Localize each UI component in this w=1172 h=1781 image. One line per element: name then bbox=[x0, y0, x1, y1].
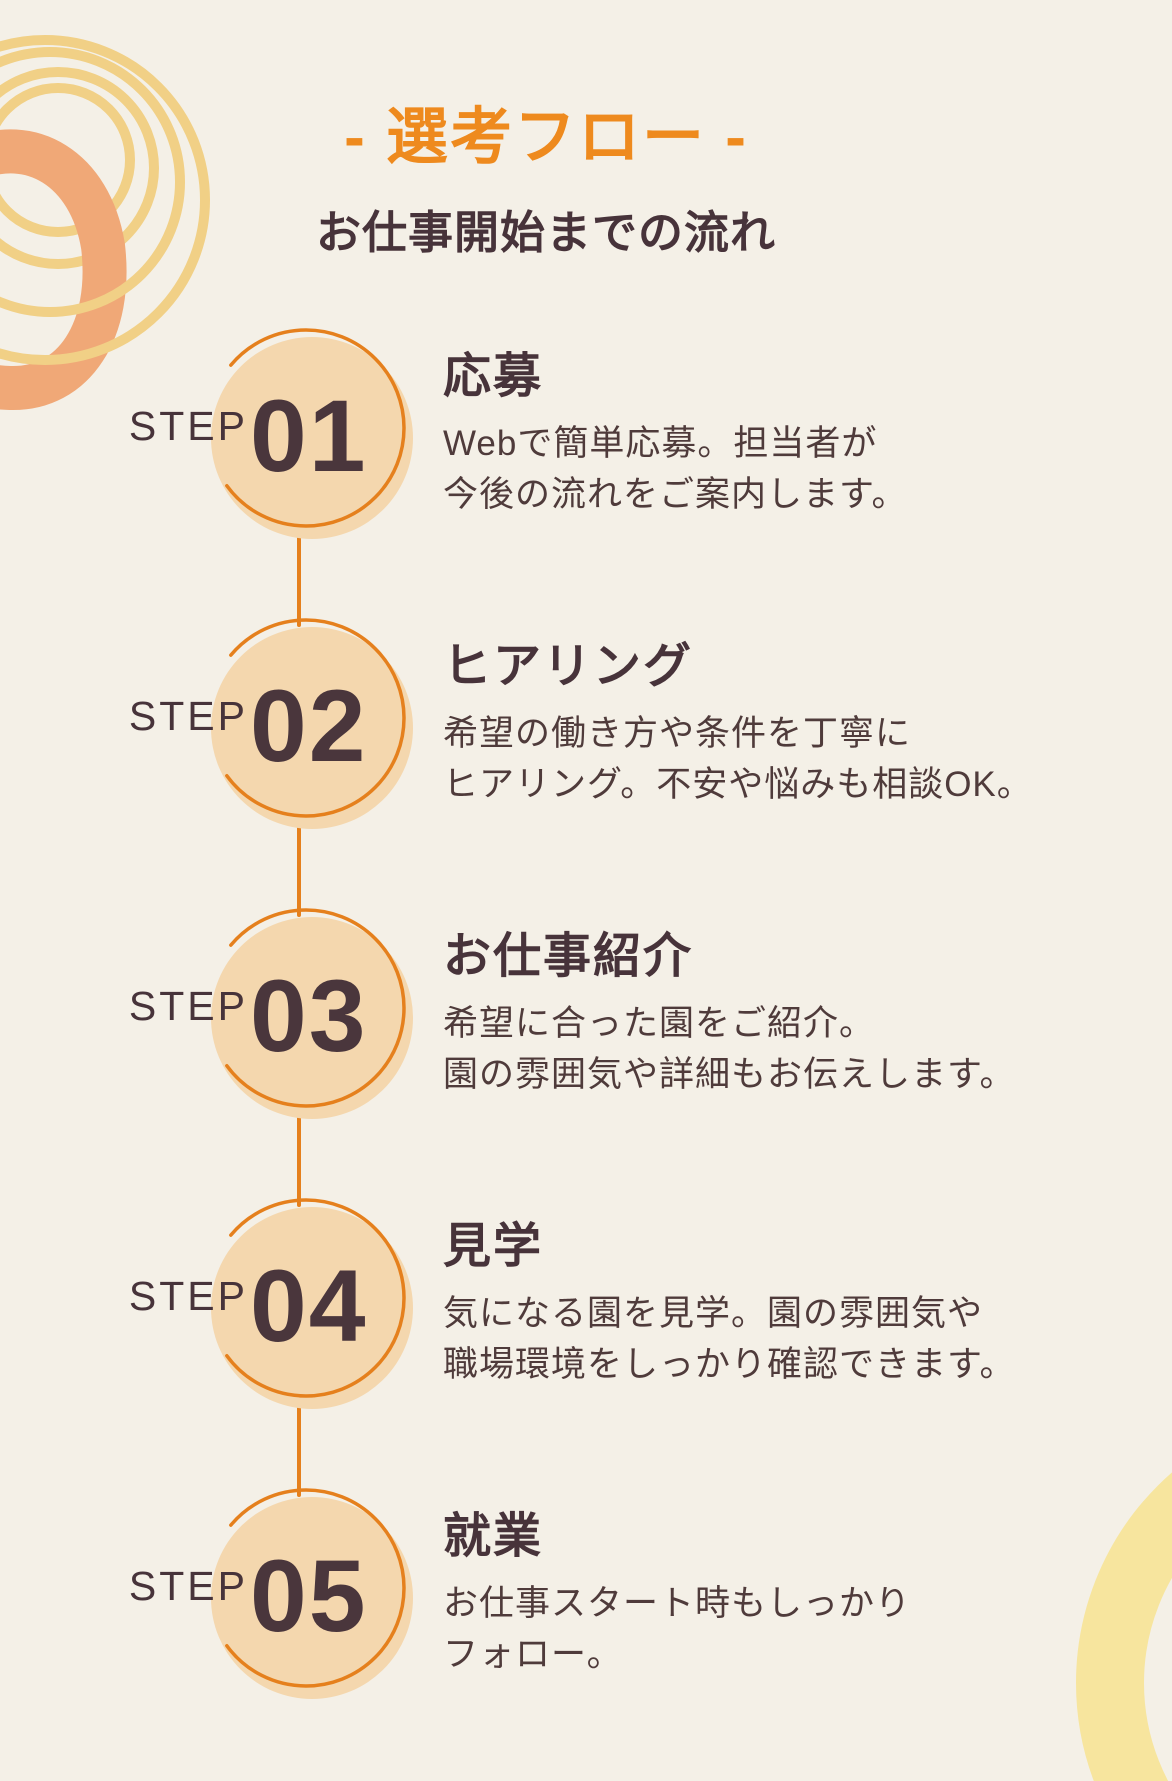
step-description-line: お仕事スタート時もしっかり bbox=[443, 1584, 912, 1623]
step-title: お仕事紹介 bbox=[443, 930, 694, 983]
step-label: STEP bbox=[128, 1273, 248, 1319]
step-title: 応募 bbox=[443, 350, 544, 403]
step-description-line: 希望の働き方や条件を丁寧に bbox=[443, 714, 912, 753]
step-description-line: 気になる園を見学。園の雰囲気や bbox=[443, 1294, 984, 1333]
step-description-line: 今後の流れをご案内します。 bbox=[443, 475, 908, 514]
step-number: 02 bbox=[250, 669, 368, 783]
step-description-line: 希望に合った園をご紹介。 bbox=[443, 1004, 876, 1043]
step-item-5: STEP 05 就業 お仕事スタート時もしっかり フォロー。 bbox=[0, 1450, 1172, 1740]
step-connector-line bbox=[297, 1401, 301, 1497]
step-description-line: 園の雰囲気や詳細もお伝えします。 bbox=[443, 1055, 1016, 1094]
step-label: STEP bbox=[128, 693, 248, 739]
step-description: 希望に合った園をご紹介。 園の雰囲気や詳細もお伝えします。 bbox=[443, 998, 1016, 1100]
page-subtitle: お仕事開始までの流れ bbox=[315, 207, 776, 258]
step-circle-icon bbox=[206, 1488, 413, 1699]
step-circle-icon bbox=[206, 908, 413, 1119]
page-title: - 選考フロー - bbox=[344, 103, 748, 172]
step-item-2: STEP 02 ヒアリング 希望の働き方や条件を丁寧に ヒアリング。不安や悩みも… bbox=[0, 580, 1172, 870]
step-connector-line bbox=[297, 1111, 301, 1207]
step-description: 気になる園を見学。園の雰囲気や 職場環境をしっかり確認できます。 bbox=[443, 1288, 1016, 1390]
step-description-line: フォロー。 bbox=[443, 1635, 623, 1674]
step-description: お仕事スタート時もしっかり フォロー。 bbox=[443, 1578, 911, 1680]
step-number: 01 bbox=[250, 379, 368, 493]
step-circle-icon bbox=[206, 618, 413, 829]
step-label: STEP bbox=[128, 1563, 248, 1609]
step-description: Webで簡単応募。担当者が 今後の流れをご案内します。 bbox=[443, 418, 908, 520]
step-description-line: 職場環境をしっかり確認できます。 bbox=[443, 1345, 1016, 1384]
step-description: 希望の働き方や条件を丁寧に ヒアリング。不安や悩みも相談OK。 bbox=[443, 708, 1033, 810]
step-item-4: STEP 04 見学 気になる園を見学。園の雰囲気や 職場環境をしっかり確認でき… bbox=[0, 1160, 1172, 1450]
step-connector-line bbox=[297, 821, 301, 917]
step-circle-icon bbox=[206, 1198, 413, 1409]
step-title: 見学 bbox=[443, 1220, 544, 1273]
step-connector-line bbox=[297, 531, 301, 627]
step-title: 就業 bbox=[443, 1510, 544, 1563]
step-number: 04 bbox=[250, 1249, 368, 1363]
step-item-1: STEP 01 応募 Webで簡単応募。担当者が 今後の流れをご案内します。 bbox=[0, 290, 1172, 580]
step-number: 05 bbox=[250, 1539, 368, 1653]
step-item-3: STEP 03 お仕事紹介 希望に合った園をご紹介。 園の雰囲気や詳細もお伝えし… bbox=[0, 870, 1172, 1160]
step-circle-icon bbox=[206, 328, 413, 539]
step-title: ヒアリング bbox=[443, 640, 694, 693]
step-label: STEP bbox=[128, 983, 248, 1029]
step-number: 03 bbox=[250, 959, 368, 1073]
step-description-line: Webで簡単応募。担当者が bbox=[443, 424, 878, 463]
step-description-line: ヒアリング。不安や悩みも相談OK。 bbox=[443, 765, 1033, 804]
step-label: STEP bbox=[128, 403, 248, 449]
